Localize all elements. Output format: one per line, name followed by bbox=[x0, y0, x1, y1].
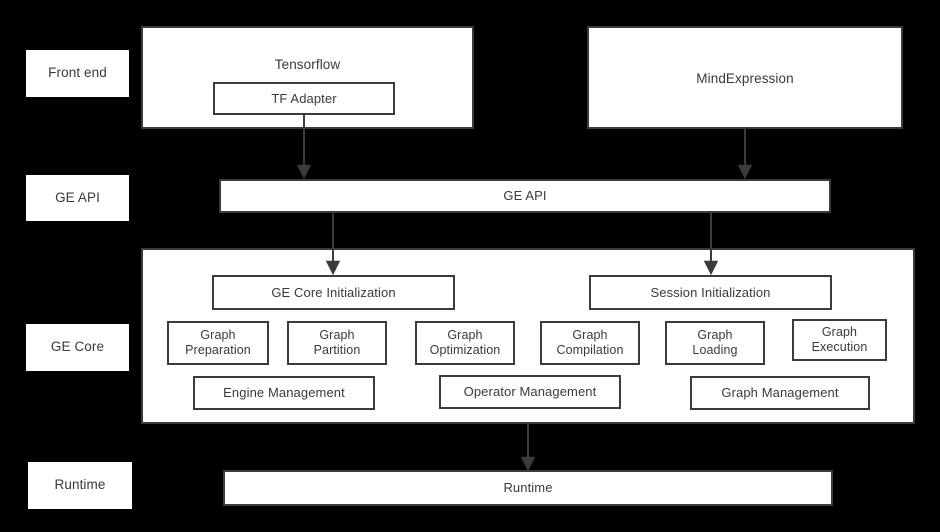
graph-loading-line2: Loading bbox=[692, 343, 738, 357]
layer-label-front-end: Front end bbox=[26, 50, 129, 97]
graph-loading-label: Graph Loading bbox=[692, 328, 737, 359]
ge-core-initialization-box[interactable]: GE Core Initialization bbox=[212, 275, 455, 310]
graph-partition-line2: Partition bbox=[313, 343, 361, 357]
graph-execution-box[interactable]: Graph Execution bbox=[792, 319, 887, 361]
mindexpression-panel: MindExpression bbox=[587, 26, 903, 129]
layer-label-ge-core: GE Core bbox=[26, 324, 129, 371]
engine-management-label: Engine Management bbox=[223, 385, 345, 401]
layer-label-runtime: Runtime bbox=[28, 462, 132, 509]
tensorflow-panel-title: Tensorflow bbox=[274, 57, 341, 72]
ge-core-initialization-label: GE Core Initialization bbox=[271, 284, 396, 300]
graph-compilation-box[interactable]: Graph Compilation bbox=[540, 321, 640, 365]
runtime-bar-label: Runtime bbox=[503, 480, 553, 496]
graph-execution-label: Graph Execution bbox=[812, 325, 868, 356]
graph-preparation-box[interactable]: Graph Preparation bbox=[167, 321, 269, 365]
graph-optimization-line1: Graph bbox=[447, 327, 483, 342]
graph-compilation-line1: Graph bbox=[572, 327, 608, 342]
layer-label-front-end-text: Front end bbox=[48, 65, 107, 81]
graph-partition-label: Graph Partition bbox=[314, 328, 361, 359]
tf-adapter-label: TF Adapter bbox=[271, 90, 337, 106]
graph-optimization-label: Graph Optimization bbox=[430, 328, 501, 359]
graph-compilation-line2: Compilation bbox=[556, 343, 624, 357]
ge-api-bar-label: GE API bbox=[503, 188, 547, 204]
graph-optimization-line2: Optimization bbox=[429, 343, 501, 357]
mindexpression-panel-title: MindExpression bbox=[696, 71, 794, 86]
layer-label-runtime-text: Runtime bbox=[54, 477, 106, 493]
graph-execution-line2: Execution bbox=[811, 340, 868, 354]
runtime-bar[interactable]: Runtime bbox=[223, 470, 833, 506]
graph-management-label: Graph Management bbox=[721, 385, 839, 401]
operator-management-label: Operator Management bbox=[463, 384, 597, 400]
graph-execution-line1: Graph bbox=[821, 324, 858, 339]
layer-label-ge-api-text: GE API bbox=[55, 189, 100, 205]
graph-preparation-line2: Preparation bbox=[185, 343, 251, 357]
graph-preparation-label: Graph Preparation bbox=[185, 328, 251, 359]
graph-management-box[interactable]: Graph Management bbox=[690, 376, 870, 410]
layer-label-ge-api: GE API bbox=[26, 175, 129, 221]
ge-api-bar[interactable]: GE API bbox=[219, 179, 831, 213]
graph-partition-box[interactable]: Graph Partition bbox=[287, 321, 387, 365]
graph-compilation-label: Graph Compilation bbox=[556, 328, 623, 359]
graph-loading-box[interactable]: Graph Loading bbox=[665, 321, 765, 365]
graph-preparation-line1: Graph bbox=[200, 327, 236, 342]
operator-management-box[interactable]: Operator Management bbox=[439, 375, 621, 409]
graph-partition-line1: Graph bbox=[319, 327, 355, 342]
graph-optimization-box[interactable]: Graph Optimization bbox=[415, 321, 515, 365]
engine-management-box[interactable]: Engine Management bbox=[193, 376, 375, 410]
graph-loading-line1: Graph bbox=[697, 327, 733, 342]
session-initialization-label: Session Initialization bbox=[650, 284, 771, 300]
layer-label-ge-core-text: GE Core bbox=[50, 339, 105, 355]
session-initialization-box[interactable]: Session Initialization bbox=[589, 275, 832, 310]
tf-adapter-box[interactable]: TF Adapter bbox=[213, 82, 395, 115]
